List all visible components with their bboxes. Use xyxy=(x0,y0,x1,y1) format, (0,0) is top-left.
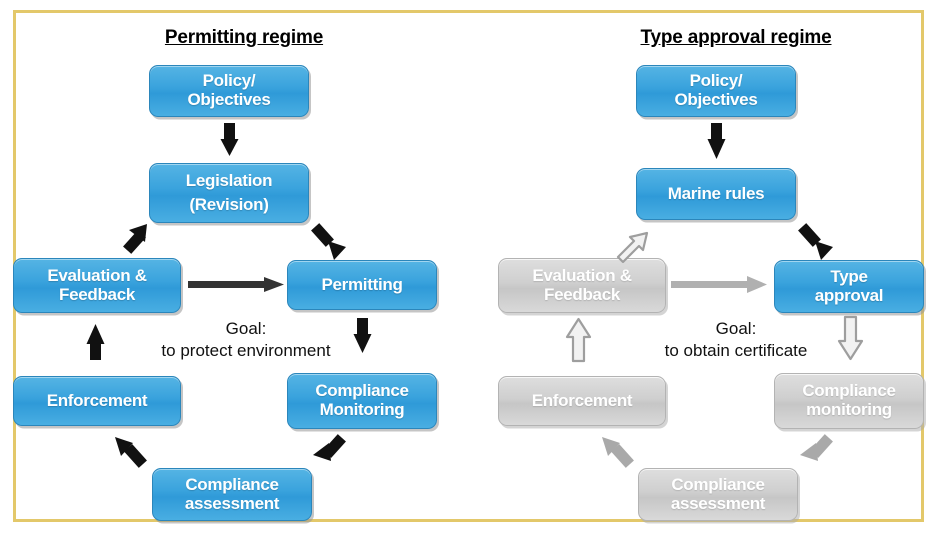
left-regime-title: Permitting regime xyxy=(164,27,324,48)
left-arrow-evaluation-to-permitting xyxy=(188,277,284,292)
right-node-marine-rules[interactable]: Marine rules xyxy=(636,168,796,220)
right-node-type-approval-label: Type approval xyxy=(814,266,884,305)
left-node-evaluation-feedback-label: Evaluation & Feedback xyxy=(47,265,147,304)
left-node-policy-objectives[interactable]: Policy/ Objectives xyxy=(149,65,309,117)
right-arrow-policy-to-marine-rules xyxy=(707,123,726,159)
right-arrow-marine-rules-to-type-approval xyxy=(798,223,833,260)
right-arrow-evaluation-to-type-approval xyxy=(671,276,767,293)
right-node-type-approval[interactable]: Type approval xyxy=(774,260,924,313)
right-arrow-monitoring-to-assessment xyxy=(800,434,833,461)
right-node-compliance-monitoring[interactable]: Compliance monitoring xyxy=(774,373,924,429)
left-arrow-evaluation-to-legislation xyxy=(123,224,147,254)
left-arrow-policy-to-legislation xyxy=(220,123,239,156)
left-arrow-enforcement-to-evaluation xyxy=(86,324,105,360)
left-node-policy-objectives-label: Policy/ Objectives xyxy=(187,71,271,109)
right-node-evaluation-feedback[interactable]: Evaluation & Feedback xyxy=(498,258,666,313)
right-node-compliance-assessment[interactable]: Compliance assessment xyxy=(638,468,798,521)
left-goal-caption: Goal: to protect environment xyxy=(161,319,331,360)
right-node-marine-rules-label: Marine rules xyxy=(667,183,765,203)
right-node-compliance-assessment-label: Compliance assessment xyxy=(670,474,766,513)
left-node-evaluation-feedback[interactable]: Evaluation & Feedback xyxy=(13,258,181,313)
left-arrow-assessment-to-enforcement xyxy=(115,437,147,468)
right-node-policy-objectives-label: Policy/ Objectives xyxy=(674,71,758,109)
right-arrow-enforcement-to-evaluation xyxy=(565,317,592,363)
left-node-legislation-label: Legislation (Revision) xyxy=(185,170,273,214)
left-node-legislation[interactable]: Legislation (Revision) xyxy=(149,163,309,223)
right-node-compliance-monitoring-label: Compliance monitoring xyxy=(802,381,896,419)
right-node-enforcement-label: Enforcement xyxy=(531,390,633,410)
left-arrow-monitoring-to-assessment xyxy=(313,434,346,461)
right-goal-caption: Goal: to obtain certificate xyxy=(664,319,808,360)
right-node-enforcement[interactable]: Enforcement xyxy=(498,376,666,426)
right-regime-title: Type approval regime xyxy=(640,27,832,48)
left-node-compliance-assessment-label: Compliance assessment xyxy=(184,474,280,513)
right-node-policy-objectives[interactable]: Policy/ Objectives xyxy=(636,65,796,117)
diagram-frame: Permitting regime Policy/ Objectives Leg… xyxy=(13,10,924,522)
left-node-enforcement-label: Enforcement xyxy=(46,390,148,410)
left-node-permitting-label: Permitting xyxy=(321,274,403,294)
right-arrow-assessment-to-enforcement xyxy=(602,437,634,468)
left-node-enforcement[interactable]: Enforcement xyxy=(13,376,181,426)
left-node-compliance-assessment[interactable]: Compliance assessment xyxy=(152,468,312,521)
left-arrow-legislation-to-permitting xyxy=(311,223,346,260)
left-node-permitting[interactable]: Permitting xyxy=(287,260,437,310)
left-node-compliance-monitoring[interactable]: Compliance Monitoring xyxy=(287,373,437,429)
right-node-evaluation-feedback-label: Evaluation & Feedback xyxy=(532,265,632,304)
left-node-compliance-monitoring-label: Compliance Monitoring xyxy=(315,381,409,419)
